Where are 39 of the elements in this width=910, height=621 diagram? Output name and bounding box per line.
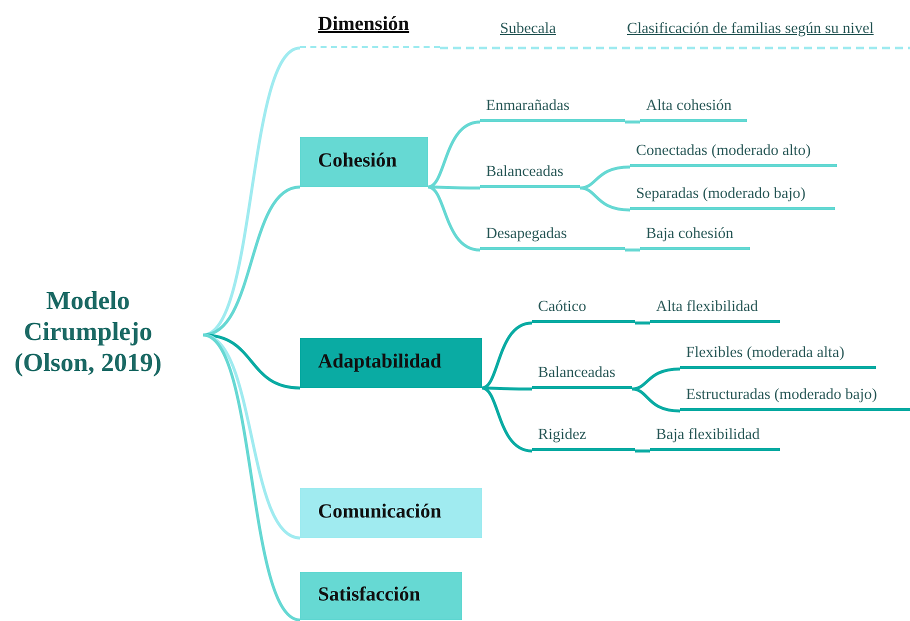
topic-text: Dimensión [318,13,410,36]
topic-text: Alta flexibilidad [656,298,758,316]
topic-text: Estructuradas (moderado bajo) [686,386,878,404]
branch-box [300,572,462,620]
branch-box [300,488,482,538]
column-heading: Clasificación de familias según su nivel [627,20,874,38]
branch-box [300,137,428,187]
branch-line [625,120,640,124]
topic-text: Caótico [538,298,586,316]
topic-text: Modelo Cirumplejo (Olson, 2019) [14,286,162,378]
topic-text: Comunicación [318,500,442,523]
column-heading: Subecala [500,20,556,38]
branch-line [482,386,532,452]
branch-line [580,186,630,212]
topic-text: Adaptabilidad [318,350,442,373]
topic-text: Rigidez [538,426,586,444]
topic-text: Desapegadas [486,225,567,243]
topic-text: Baja cohesión [646,225,734,243]
branch-line [632,388,680,412]
topic-text: Separadas (moderado bajo) [636,185,806,203]
topic-text: Cohesión [318,149,397,172]
topic-text: Balanceadas [538,364,616,382]
branch-line [428,120,480,188]
branch-box [300,338,482,388]
branch-line [482,386,532,390]
topic-text: Baja flexibilidad [656,426,760,444]
branch-line [202,334,301,621]
branch-line [625,248,640,252]
topic-text: Balanceadas [486,163,564,181]
topic-text: Satisfacción [318,583,420,606]
branch-line [635,322,650,324]
branch-line [482,322,532,390]
branch-line [632,368,680,390]
branch-line [635,450,650,452]
topic-text: Flexibles (moderada alta) [686,344,844,362]
branch-line [428,186,480,252]
topic-text: Conectadas (moderado alto) [636,142,811,160]
topic-text: Alta cohesión [646,97,732,115]
topic-text: Enmarañadas [486,97,570,115]
